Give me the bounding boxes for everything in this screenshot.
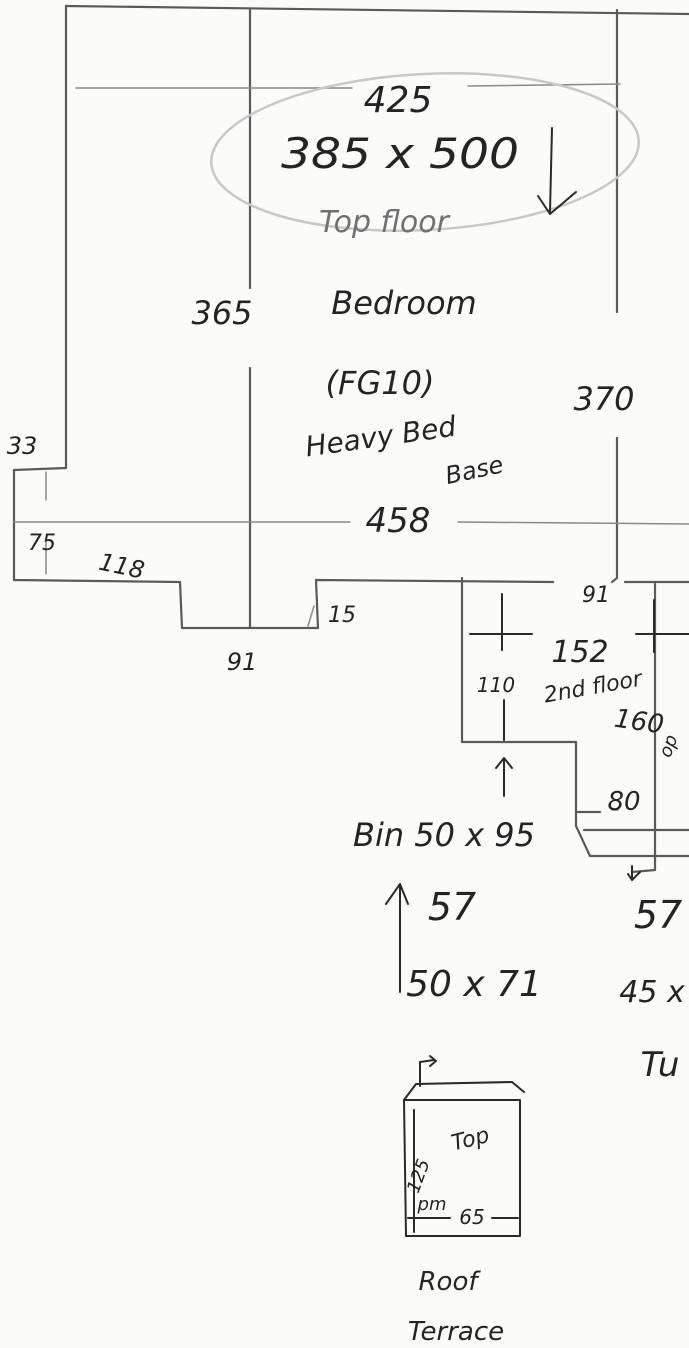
label-top: Top [449, 1123, 492, 1156]
dim-125: 125 [403, 1156, 434, 1195]
long-up-arrow-icon [385, 883, 409, 993]
dim-65: 65 [459, 1205, 484, 1229]
dim-370: 370 [573, 380, 634, 418]
dim-152: 152 [551, 635, 608, 670]
dim-365: 365 [191, 294, 252, 332]
dim-80: 80 [607, 787, 640, 817]
dim-91-lower: 91 [227, 648, 258, 676]
roof-terrace-box [403, 1055, 525, 1237]
label-terrace: Terrace [408, 1317, 504, 1347]
dim-458: 458 [366, 501, 431, 541]
second-floor-marks [469, 593, 689, 737]
mark-pm: pm [417, 1194, 447, 1215]
dim-33: 33 [7, 432, 38, 460]
dim-57-left: 57 [428, 885, 476, 929]
label-bin-50x95: Bin 50 x 95 [353, 816, 535, 854]
dim-110: 110 [477, 673, 515, 697]
labels: 425 385 x 500 Top floor Bedroom (FG10) H… [7, 80, 685, 1347]
corner-arrow-icon [627, 865, 641, 881]
dim-118: 118 [96, 548, 147, 585]
dim-15: 15 [328, 603, 356, 628]
dim-45x: 45 x [619, 975, 685, 1010]
dim-57-right: 57 [634, 893, 682, 937]
label-fg10: (FG10) [326, 364, 435, 402]
label-base: Base [443, 450, 506, 490]
label-bedroom: Bedroom [331, 284, 476, 322]
dimension-lines [13, 83, 689, 811]
dim-160: 160 [612, 704, 665, 741]
label-top-floor: Top floor [319, 205, 451, 240]
label-2nd-floor: 2nd floor [542, 666, 646, 708]
label-heavy-bed: Heavy Bed [303, 410, 458, 464]
dim-425: 425 [364, 80, 433, 121]
dim-385x500: 385 x 500 [281, 129, 519, 178]
highlight-ellipse [210, 72, 640, 232]
dim-75: 75 [28, 531, 56, 556]
label-tu: Tu [641, 1045, 680, 1085]
dim-50x71: 50 x 71 [406, 964, 542, 1005]
down-arrow-icon [537, 127, 577, 215]
label-roof: Roof [418, 1267, 481, 1297]
dim-91-upper: 91 [582, 583, 610, 608]
